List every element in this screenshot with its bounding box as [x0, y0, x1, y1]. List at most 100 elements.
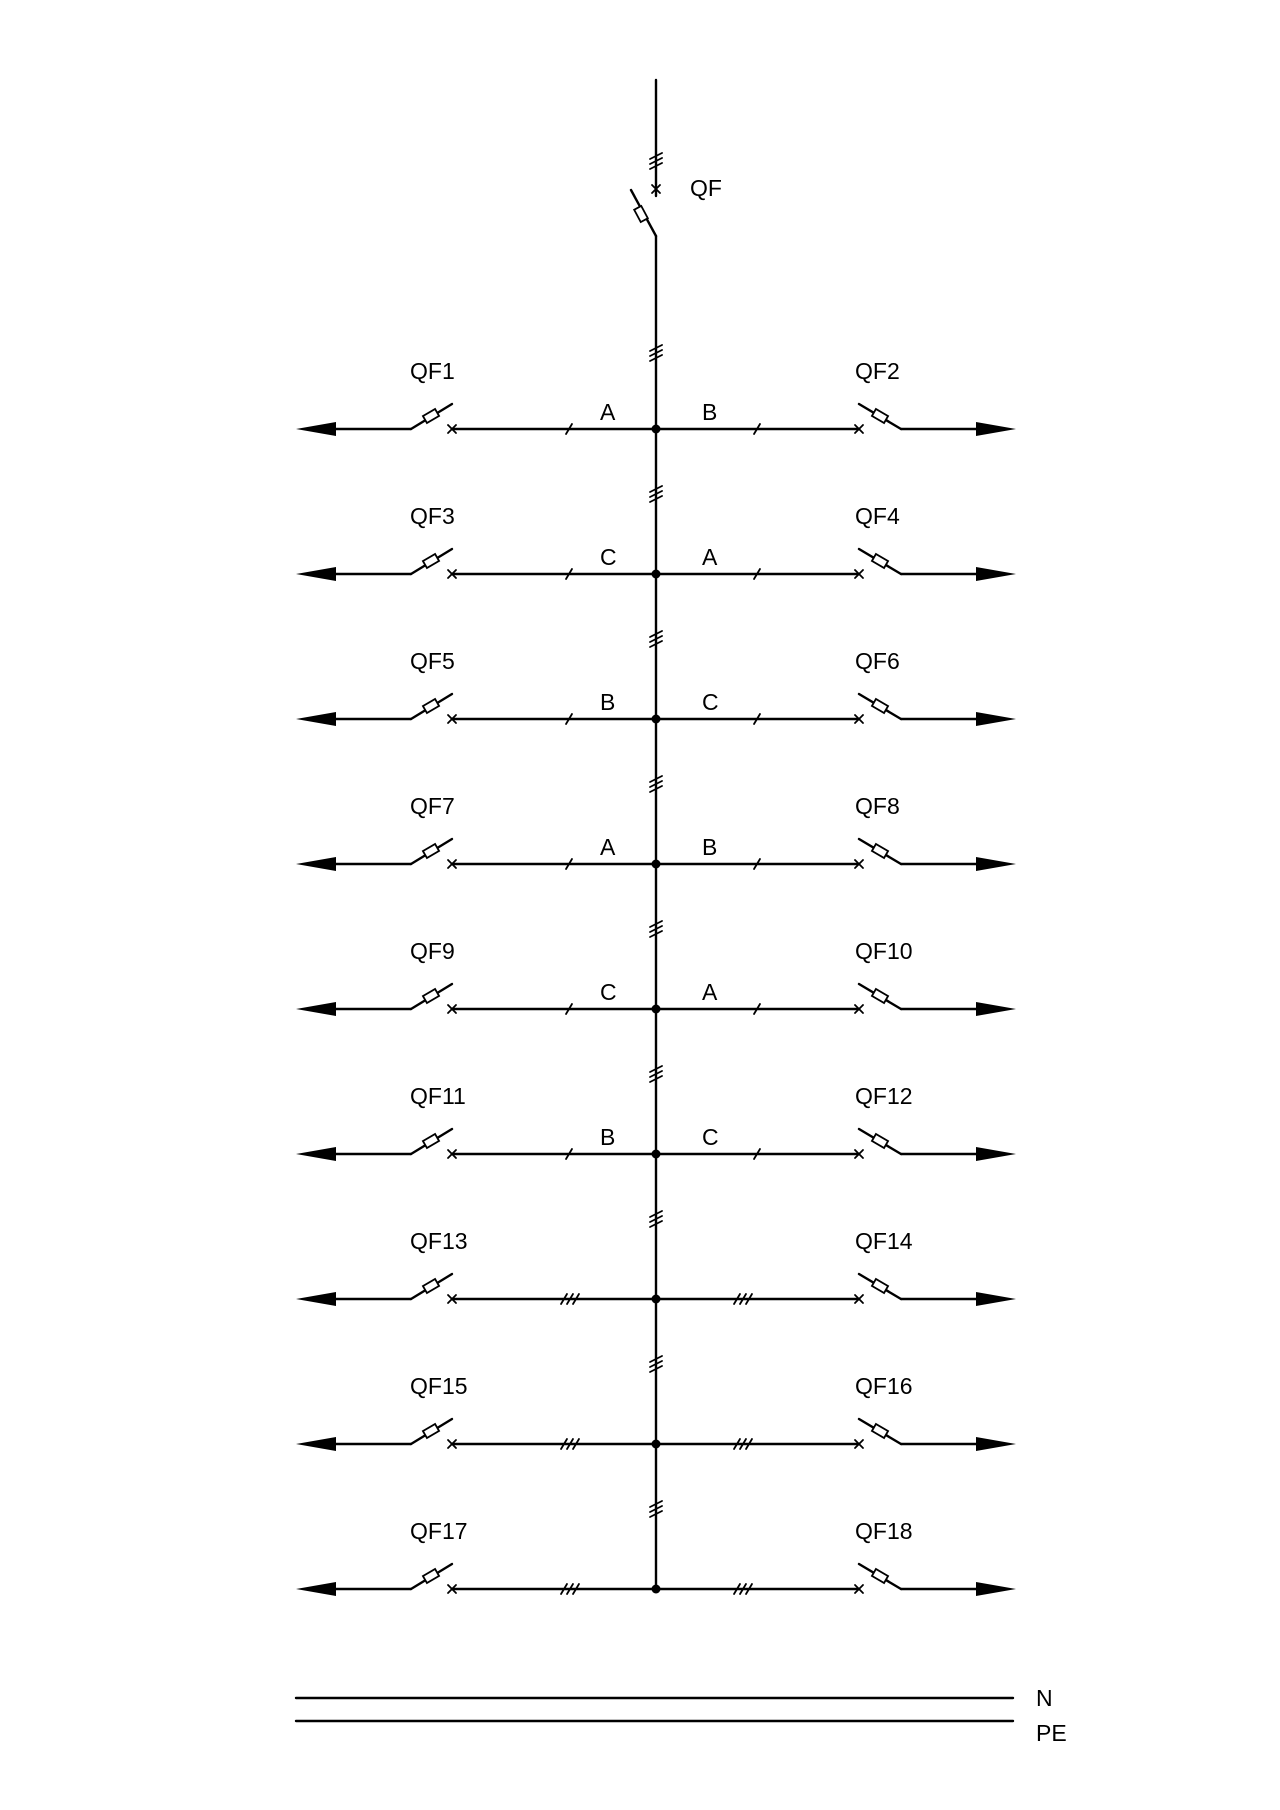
left-breaker-label: QF11 — [410, 1083, 466, 1109]
right-breaker-contact-cross — [854, 1584, 864, 1594]
main-breaker-contact-cross-b — [651, 184, 661, 194]
right-pole-mark-1 — [739, 1293, 747, 1305]
right-pole-mark-1 — [739, 1438, 747, 1450]
right-breaker-contact-cross-b — [854, 569, 864, 579]
left-pole-mark — [560, 1583, 580, 1595]
left-breaker-label: QF9 — [410, 938, 455, 964]
left-breaker-contact-cross — [447, 1439, 457, 1449]
right-breaker-label: QF18 — [855, 1518, 913, 1544]
left-pole-mark-0 — [565, 423, 573, 435]
trunk-three-pole-mark-2 — [649, 1365, 663, 1373]
trunk-three-pole-mark — [649, 1210, 663, 1228]
left-breaker-contact-cross — [447, 1584, 457, 1594]
right-outgoing-arrow — [976, 422, 1016, 436]
left-breaker-contact-cross-b — [447, 714, 457, 724]
right-pole-mark-0 — [753, 1148, 761, 1160]
right-outgoing-arrow — [976, 1147, 1016, 1161]
left-pole-mark-0 — [560, 1438, 568, 1450]
right-breaker-contact-cross — [854, 1149, 864, 1159]
main-breaker-label: QF — [690, 175, 722, 201]
right-breaker-trip-element — [870, 1277, 890, 1295]
right-phase-label: C — [702, 689, 719, 715]
right-pole-mark — [733, 1293, 753, 1305]
right-breaker-label: QF6 — [855, 648, 900, 674]
right-outgoing-arrow — [976, 1582, 1016, 1596]
right-pole-mark — [733, 1583, 753, 1595]
right-pole-mark-0 — [753, 858, 761, 870]
right-outgoing-arrow — [976, 1437, 1016, 1451]
right-pole-mark — [753, 1148, 761, 1160]
trunk-three-pole-mark-1 — [649, 1505, 663, 1513]
trunk-three-pole-mark — [649, 1500, 663, 1518]
right-breaker-trip-element — [870, 1132, 890, 1150]
left-breaker-trip-element — [421, 1132, 441, 1150]
right-pole-mark — [753, 1003, 761, 1015]
left-pole-mark — [565, 568, 573, 580]
right-pole-mark-1 — [739, 1583, 747, 1595]
right-pole-mark-2 — [745, 1438, 753, 1450]
right-breaker-contact-cross-b — [854, 1004, 864, 1014]
left-pole-mark-1 — [566, 1438, 574, 1450]
trunk-three-pole-mark-0 — [649, 775, 663, 783]
right-phase-label: A — [702, 979, 718, 1005]
right-pole-mark-0 — [733, 1293, 741, 1305]
right-breaker-contact-cross — [854, 859, 864, 869]
trunk-top-three-pole-mark-2 — [649, 162, 663, 170]
left-pole-mark-1 — [566, 1583, 574, 1595]
right-breaker-contact-cross-b — [854, 1149, 864, 1159]
right-phase-label: A — [702, 544, 718, 570]
left-pole-mark-0 — [565, 1003, 573, 1015]
trunk-three-pole-mark-0 — [649, 344, 663, 362]
right-phase-label: B — [702, 834, 717, 860]
left-breaker-contact-cross — [447, 569, 457, 579]
trunk-three-pole-mark-0-0 — [649, 344, 663, 352]
right-outgoing-arrow — [976, 1292, 1016, 1306]
right-pole-mark — [753, 858, 761, 870]
right-pole-mark — [753, 568, 761, 580]
trunk-three-pole-mark — [649, 1065, 663, 1083]
right-outgoing-arrow — [976, 712, 1016, 726]
main-breaker-contact-cross — [651, 184, 661, 194]
right-breaker-contact-cross — [854, 1439, 864, 1449]
bus-2: PE — [294, 1719, 1067, 1746]
left-pole-mark-1 — [566, 1293, 574, 1305]
left-outgoing-arrow — [296, 712, 336, 726]
trunk-three-pole-mark-2 — [649, 1510, 663, 1518]
left-outgoing-arrow — [296, 1582, 336, 1596]
right-breaker-trip-element — [870, 697, 890, 715]
right-outgoing-arrow — [976, 857, 1016, 871]
left-breaker-trip-element — [421, 1567, 441, 1585]
right-breaker-contact-cross-b — [854, 424, 864, 434]
left-outgoing-arrow — [296, 1002, 336, 1016]
left-breaker-label: QF3 — [410, 503, 455, 529]
trunk-three-pole-mark-0 — [649, 630, 663, 638]
trunk-three-pole-mark — [649, 775, 663, 793]
left-breaker-contact-cross-b — [447, 859, 457, 869]
left-outgoing-arrow — [296, 1147, 336, 1161]
left-pole-mark-0 — [565, 713, 573, 725]
right-breaker-label: QF12 — [855, 1083, 913, 1109]
trunk-three-pole-mark-0 — [649, 1500, 663, 1508]
trunk-three-pole-mark-1 — [649, 1360, 663, 1368]
bus-label: PE — [1036, 1720, 1067, 1746]
left-breaker-contact-cross — [447, 1004, 457, 1014]
trunk-three-pole-mark — [649, 1355, 663, 1373]
trunk-top-three-pole-mark — [649, 152, 663, 170]
left-outgoing-arrow — [296, 422, 336, 436]
trunk-three-pole-mark-2 — [649, 930, 663, 938]
trunk-three-pole-mark-0 — [649, 1065, 663, 1073]
bus-1: N — [294, 1685, 1053, 1711]
left-outgoing-arrow — [296, 1437, 336, 1451]
right-breaker-contact-cross-b — [854, 714, 864, 724]
right-breaker-label: QF10 — [855, 938, 913, 964]
right-breaker-trip-element — [870, 842, 890, 860]
right-breaker-contact-cross — [854, 569, 864, 579]
right-breaker-label: QF4 — [855, 503, 900, 529]
right-breaker-trip-element — [870, 1422, 890, 1440]
left-breaker-contact-cross — [447, 1149, 457, 1159]
trunk-three-pole-mark-1 — [649, 925, 663, 933]
